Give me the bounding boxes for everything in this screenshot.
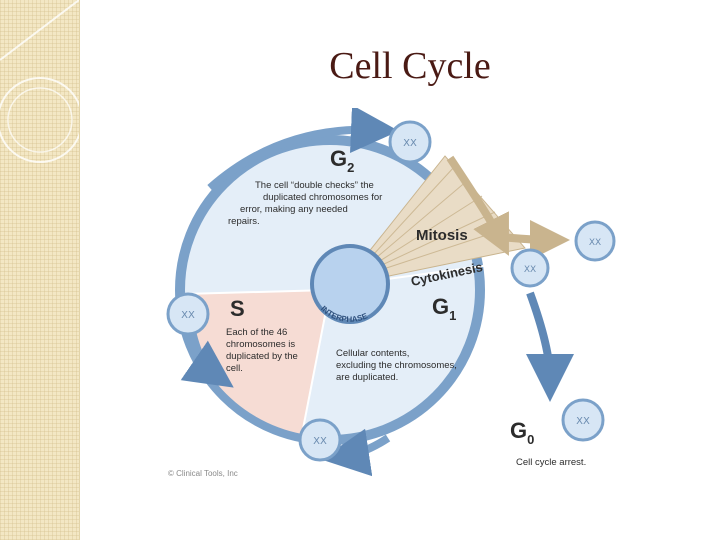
decorative-circles (0, 0, 79, 163)
svg-text:XX: XX (313, 436, 327, 447)
cell-icon-g2: XX (388, 120, 432, 164)
svg-text:XX: XX (524, 265, 536, 275)
arrow-to-g2 (207, 108, 399, 191)
s-phase-sector (183, 290, 330, 434)
arrow-g1-to-s (321, 428, 391, 477)
decorative-side-band (0, 0, 80, 540)
g0-label: G0 (510, 418, 534, 447)
cell-cycle-diagram: INTERPHASE XX XX XX XX XX XX G2 The cell… (166, 108, 616, 478)
mitosis-label: Mitosis (416, 227, 468, 244)
cell-icon-s: XX (166, 292, 210, 336)
cell-icon-g0: XX (561, 398, 605, 442)
arrow-to-g0 (525, 291, 574, 402)
s-description: Each of the 46 chromosomes is duplicated… (226, 327, 300, 374)
arrow-daughter-cell (489, 219, 570, 260)
svg-text:XX: XX (403, 138, 417, 149)
g1-description: Cellular contents, excluding the chromos… (336, 348, 460, 383)
g1-label: G1 (432, 294, 456, 323)
cell-icon-daughter-1: XX (510, 248, 550, 288)
svg-text:XX: XX (589, 238, 601, 248)
g2-label: G2 (330, 146, 354, 175)
nucleus (310, 244, 390, 324)
cell-icon-g1: XX (298, 418, 342, 462)
g2-description: The cell “double checks” the duplicated … (228, 180, 385, 227)
slide-title: Cell Cycle (329, 45, 491, 87)
g0-description: Cell cycle arrest. (516, 457, 586, 468)
copyright-text: © Clinical Tools, Inc (168, 469, 238, 478)
cell-icon-daughter-2: XX (574, 220, 616, 262)
s-label: S (230, 296, 245, 321)
svg-text:XX: XX (576, 416, 590, 427)
svg-text:XX: XX (181, 310, 195, 321)
